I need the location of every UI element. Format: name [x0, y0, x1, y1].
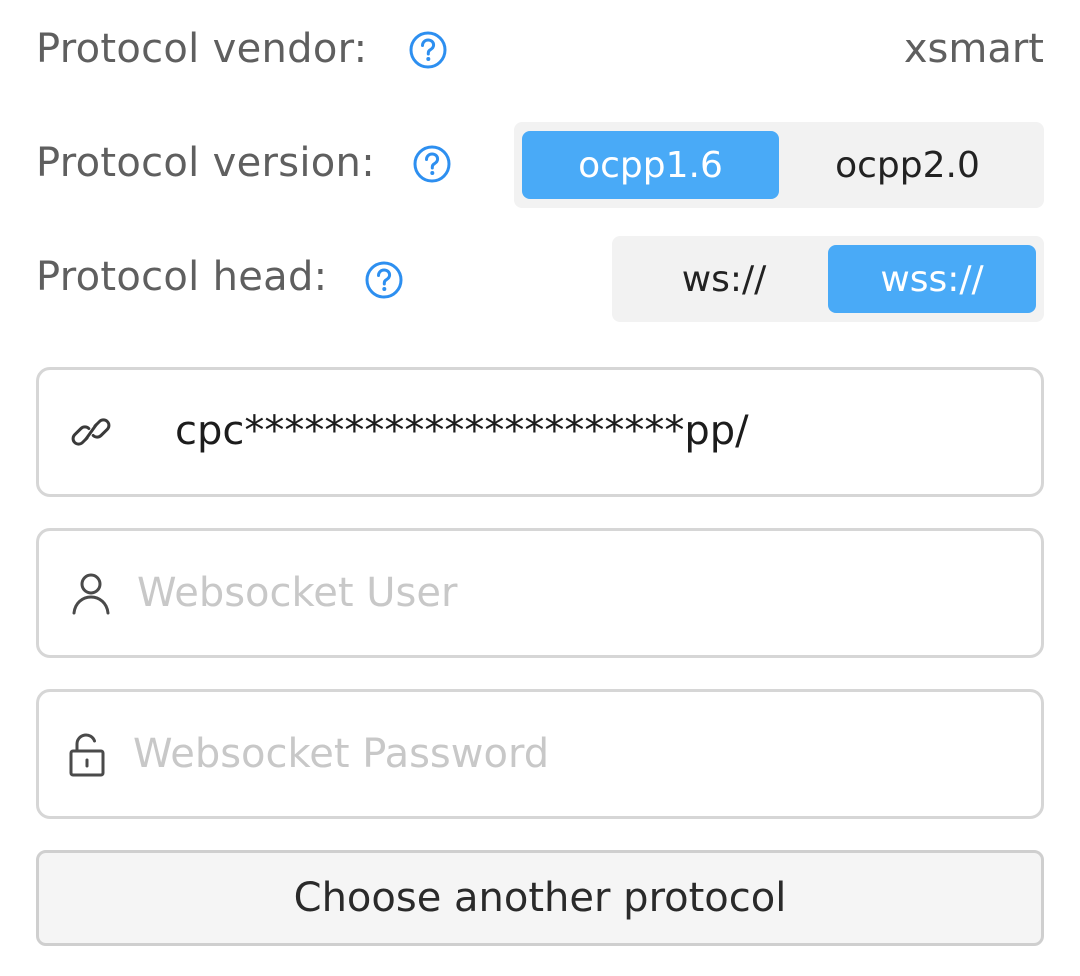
websocket-url-field[interactable]: cpc**********************pp/: [36, 367, 1044, 497]
protocol-vendor-label: Protocol vendor:: [36, 26, 368, 72]
user-icon: [69, 569, 113, 617]
choose-another-protocol-button[interactable]: Choose another protocol: [36, 850, 1044, 946]
protocol-vendor-row: Protocol vendor: xsmart: [0, 22, 1080, 78]
websocket-password-field[interactable]: [36, 689, 1044, 819]
help-icon[interactable]: [364, 260, 404, 300]
protocol-version-toggle: ocpp1.6 ocpp2.0: [514, 122, 1044, 208]
protocol-version-label: Protocol version:: [36, 140, 375, 186]
protocol-version-row: Protocol version: ocpp1.6 ocpp2.0: [0, 122, 1080, 208]
option-wss[interactable]: wss://: [828, 245, 1036, 313]
unlock-icon: [65, 730, 109, 778]
websocket-user-field[interactable]: [36, 528, 1044, 658]
websocket-user-input[interactable]: [137, 531, 1021, 655]
link-icon: [69, 408, 113, 456]
protocol-head-toggle: ws:// wss://: [612, 236, 1044, 322]
help-icon[interactable]: [412, 144, 452, 184]
protocol-head-label: Protocol head:: [36, 254, 328, 300]
protocol-head-row: Protocol head: ws:// wss://: [0, 236, 1080, 322]
protocol-vendor-value: xsmart: [903, 26, 1044, 72]
websocket-password-input[interactable]: [133, 692, 1021, 816]
option-ocpp16[interactable]: ocpp1.6: [522, 131, 779, 199]
option-ws[interactable]: ws://: [681, 258, 767, 300]
option-ocpp20[interactable]: ocpp2.0: [835, 144, 980, 186]
help-icon[interactable]: [408, 30, 448, 70]
websocket-url-value[interactable]: cpc**********************pp/: [175, 408, 749, 454]
